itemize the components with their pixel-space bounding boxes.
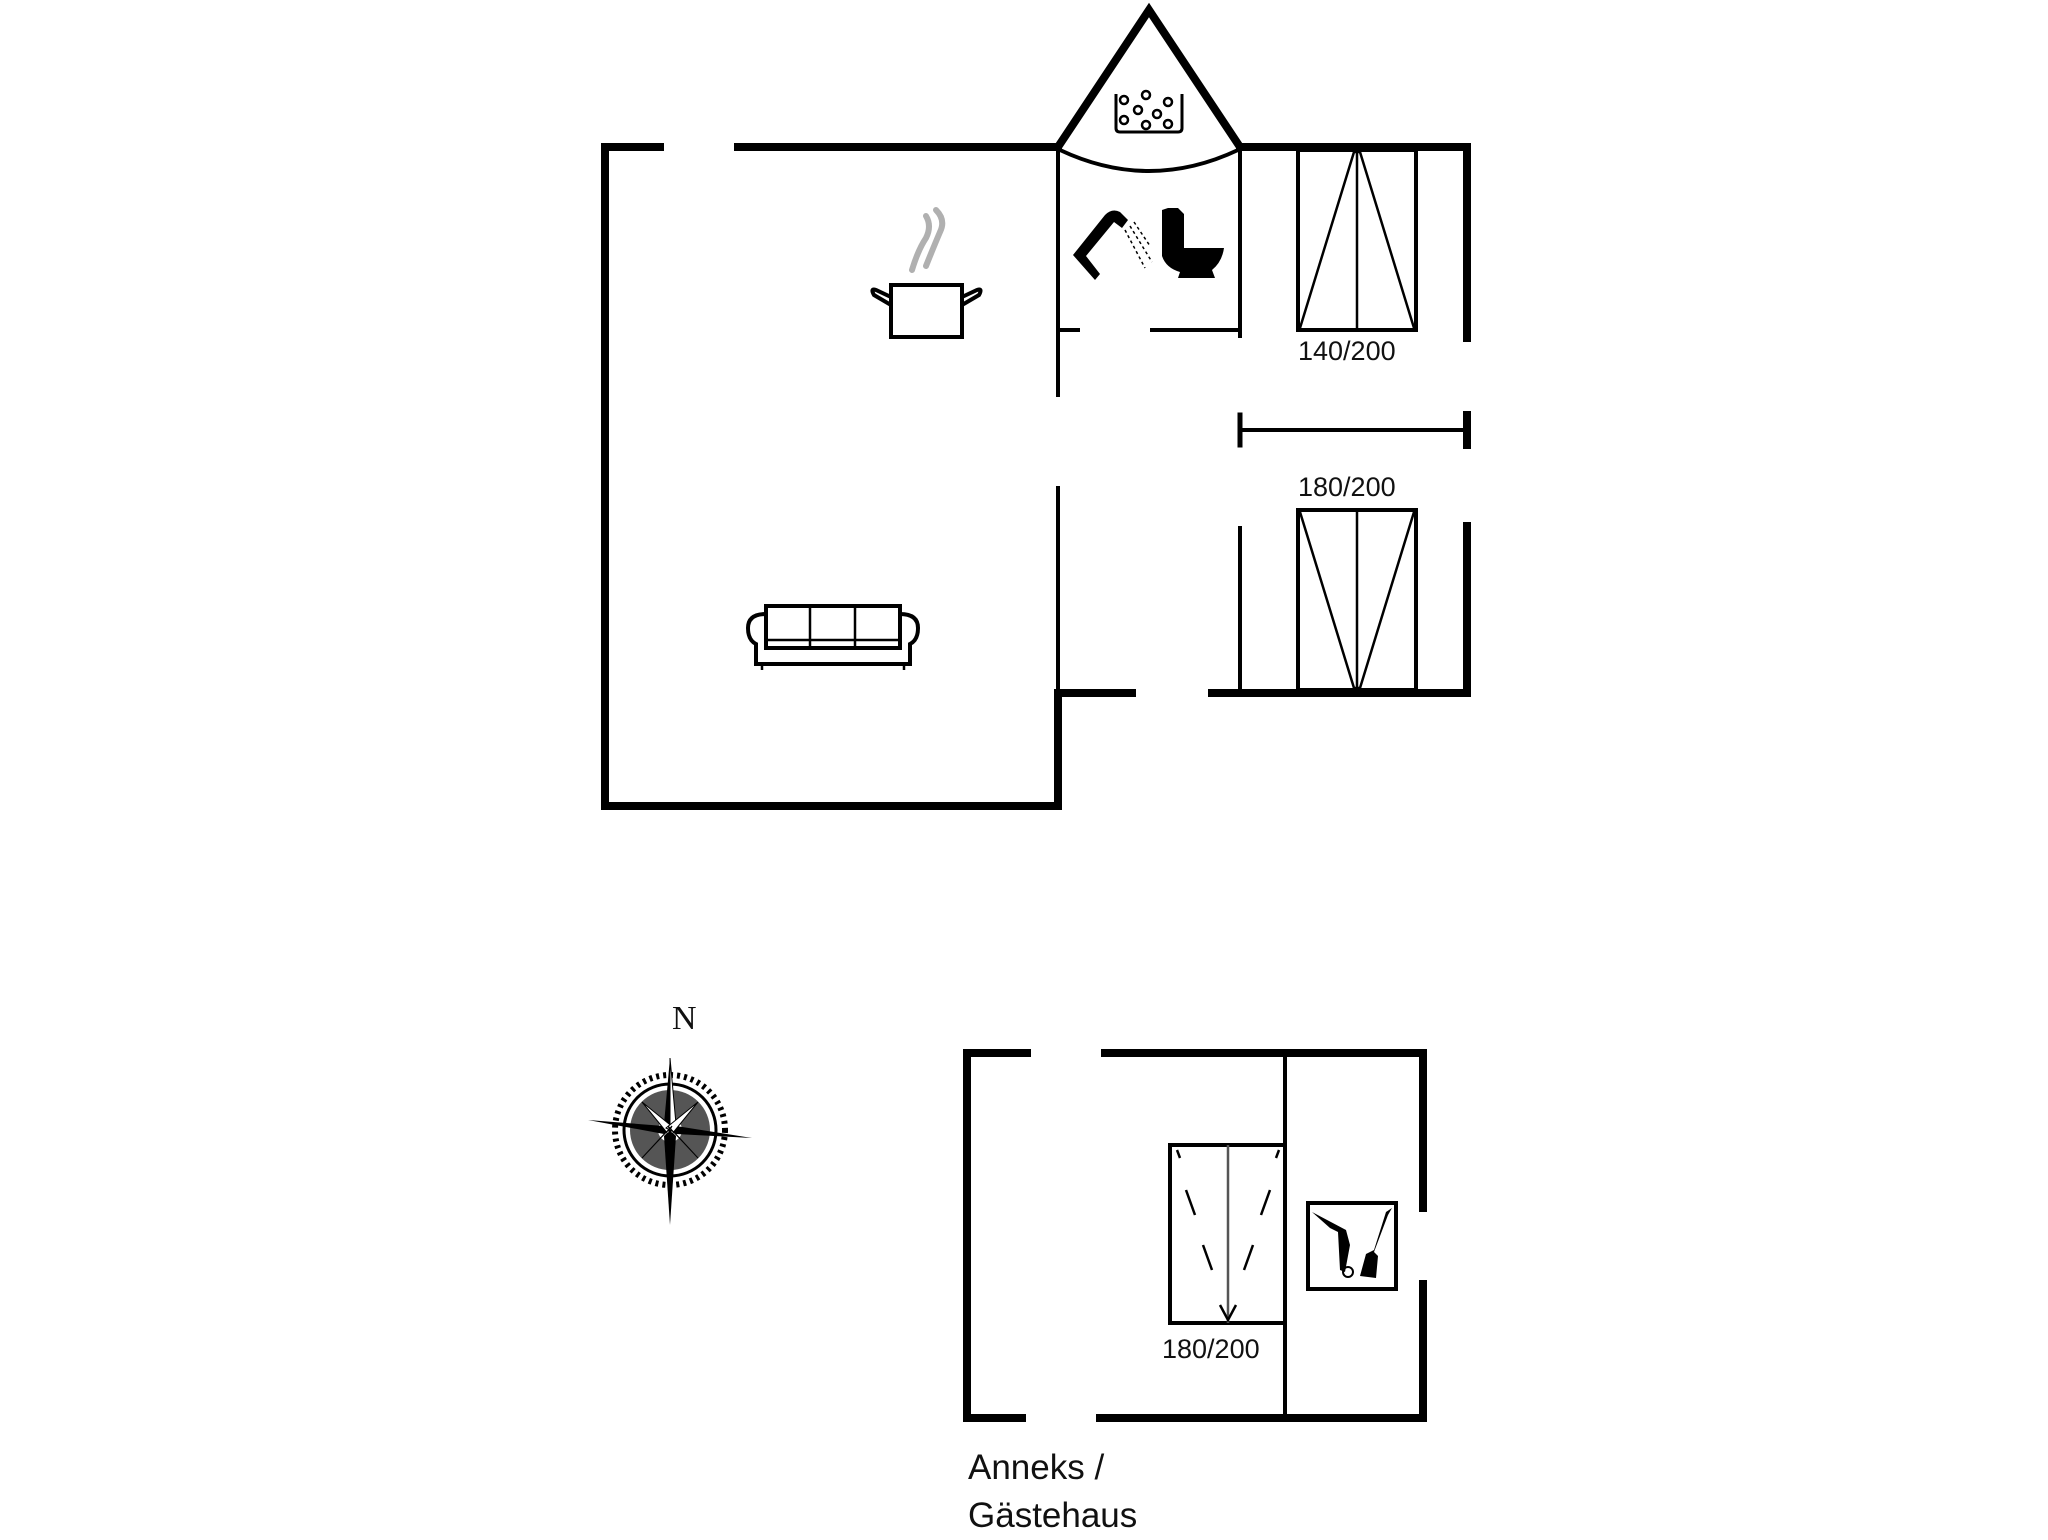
spa-bath-icon bbox=[1114, 89, 1184, 134]
compass-rose-icon bbox=[588, 1057, 752, 1225]
annex-title: Anneks / Gästehaus bbox=[968, 1444, 1137, 1540]
bed-180-200-annex bbox=[1168, 1143, 1287, 1325]
toilet-icon bbox=[1162, 208, 1224, 278]
sofa-icon bbox=[745, 604, 921, 670]
bed-size-label-bedroom-1: 140/200 bbox=[1298, 336, 1396, 366]
bed-140-200 bbox=[1296, 148, 1418, 332]
annex-title-line-1: Anneks / bbox=[968, 1448, 1105, 1487]
bed-size-label-annex: 180/200 bbox=[1162, 1334, 1260, 1364]
compass-north-label: N bbox=[672, 1000, 697, 1037]
bed-180-200-main bbox=[1296, 508, 1418, 692]
cooking-pot-icon bbox=[870, 207, 983, 339]
annex-title-line-2: Gästehaus bbox=[968, 1496, 1138, 1535]
shower-icon bbox=[1073, 210, 1153, 280]
main-house-walls bbox=[601, 2, 1471, 810]
interior-walls bbox=[1056, 147, 1471, 693]
storage-tools-icon bbox=[1306, 1201, 1398, 1291]
bed-size-label-bedroom-2: 180/200 bbox=[1298, 472, 1396, 502]
